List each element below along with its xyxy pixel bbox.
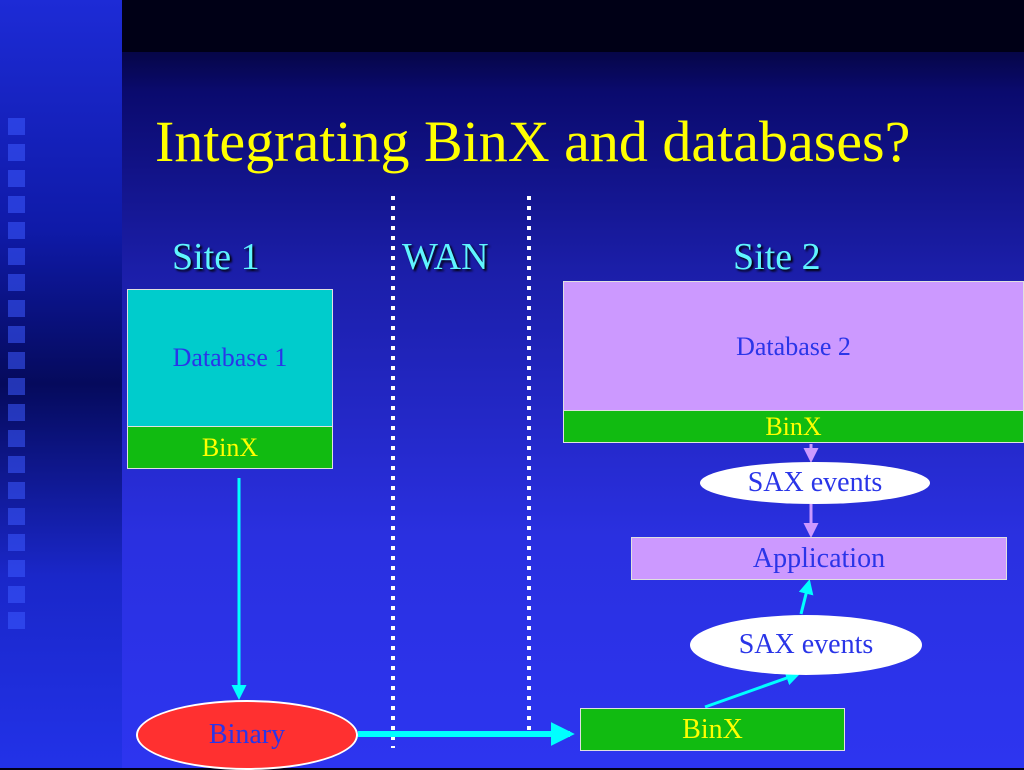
- arrow-sax-events-to-application: [798, 579, 814, 615]
- decorative-squares: [8, 118, 28, 629]
- site2-label: Site 2: [733, 236, 821, 278]
- database2-box: Database 2: [563, 281, 1024, 411]
- top-decorative-band: [122, 0, 1024, 52]
- application-box: Application: [631, 537, 1007, 580]
- slide-title: Integrating BinX and databases?: [155, 109, 911, 174]
- database2-label: Database 2: [736, 332, 851, 361]
- receiver-binx-label: BinX: [682, 713, 743, 745]
- sax-events-bottom-label: SAX events: [738, 629, 874, 660]
- site1-binx-label: BinX: [201, 432, 259, 462]
- site1-label: Site 1: [172, 236, 260, 278]
- binary-ellipse: Binary: [136, 700, 358, 770]
- receiver-binx-box: BinX: [580, 708, 845, 751]
- sax-events-bottom-ellipse: SAX events: [690, 615, 922, 675]
- left-decorative-band: [0, 0, 122, 768]
- wan-label: WAN: [402, 236, 489, 278]
- sax-events-top-label: SAX events: [747, 467, 883, 498]
- site2-binx-box: BinX: [563, 410, 1024, 443]
- binary-label: Binary: [208, 719, 286, 750]
- database1-label: Database 1: [172, 343, 288, 372]
- application-label: Application: [752, 542, 886, 574]
- database1-box: Database 1: [127, 289, 333, 427]
- arrow-binx-to-sax-events: [704, 670, 801, 709]
- site2-binx-label: BinX: [765, 411, 822, 441]
- sax-events-top-ellipse: SAX events: [700, 462, 930, 504]
- site1-binx-box: BinX: [127, 426, 333, 469]
